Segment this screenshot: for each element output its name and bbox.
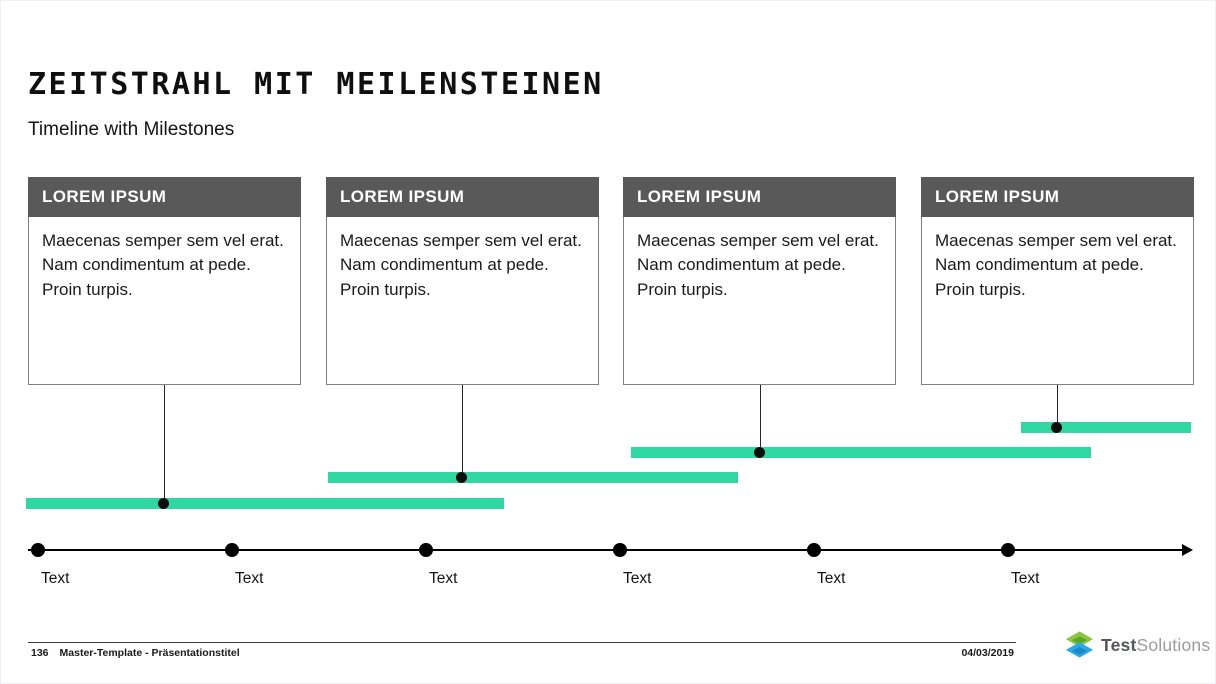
- timeline-dot: [613, 543, 627, 557]
- card-header: LOREM IPSUM: [623, 177, 896, 217]
- footer-info: 136 Master-Template - Präsentationstitel: [31, 647, 240, 659]
- card-body-text: Maecenas semper sem vel erat. Nam condim…: [28, 217, 301, 385]
- connector-line: [462, 385, 463, 478]
- connector-line: [1057, 385, 1058, 428]
- logo-text-bold: Test: [1101, 634, 1137, 655]
- timeline-dot: [1001, 543, 1015, 557]
- milestone-dot: [456, 472, 467, 483]
- footer-divider: [28, 642, 1016, 643]
- card-body-text: Maecenas semper sem vel erat. Nam condim…: [623, 217, 896, 385]
- timeline-arrowhead-icon: [1182, 544, 1193, 556]
- timeline-dot: [419, 543, 433, 557]
- logo-layers-icon: [1065, 631, 1094, 658]
- company-logo: TestSolutions: [1063, 630, 1210, 660]
- milestone-card-3: LOREM IPSUM Maecenas semper sem vel erat…: [623, 177, 896, 385]
- timeline-dot: [225, 543, 239, 557]
- timeline-axis: [28, 549, 1184, 551]
- timeline-bar-3: [631, 447, 1091, 458]
- milestone-card-4: LOREM IPSUM Maecenas semper sem vel erat…: [921, 177, 1194, 385]
- timeline-bar-1: [26, 498, 504, 509]
- card-body-text: Maecenas semper sem vel erat. Nam condim…: [921, 217, 1194, 385]
- footer-date: 04/03/2019: [961, 647, 1014, 659]
- timeline-dot: [31, 543, 45, 557]
- connector-line: [164, 385, 165, 504]
- timeline-label: Text: [623, 570, 652, 587]
- timeline-dot: [807, 543, 821, 557]
- timeline-label: Text: [1011, 570, 1040, 587]
- connector-line: [760, 385, 761, 453]
- footer-document-title: Master-Template - Präsentationstitel: [59, 647, 240, 659]
- milestone-dot: [158, 498, 169, 509]
- timeline-bar-4: [1021, 422, 1191, 433]
- timeline-bar-2: [328, 472, 738, 483]
- card-header: LOREM IPSUM: [28, 177, 301, 217]
- page-number: 136: [31, 647, 49, 659]
- page-title: ZEITSTRAHL MIT MEILENSTEINEN: [28, 67, 604, 102]
- page-subtitle: Timeline with Milestones: [28, 119, 235, 140]
- card-body-text: Maecenas semper sem vel erat. Nam condim…: [326, 217, 599, 385]
- timeline-label: Text: [429, 570, 458, 587]
- timeline-label: Text: [235, 570, 264, 587]
- card-header: LOREM IPSUM: [921, 177, 1194, 217]
- milestone-dot: [754, 447, 765, 458]
- milestone-card-1: LOREM IPSUM Maecenas semper sem vel erat…: [28, 177, 301, 385]
- timeline-label: Text: [41, 570, 70, 587]
- milestone-card-2: LOREM IPSUM Maecenas semper sem vel erat…: [326, 177, 599, 385]
- milestone-dot: [1051, 422, 1062, 433]
- logo-text-light: Solutions: [1136, 634, 1211, 655]
- card-header: LOREM IPSUM: [326, 177, 599, 217]
- timeline-label: Text: [817, 570, 846, 587]
- logo-text: TestSolutions: [1101, 635, 1210, 656]
